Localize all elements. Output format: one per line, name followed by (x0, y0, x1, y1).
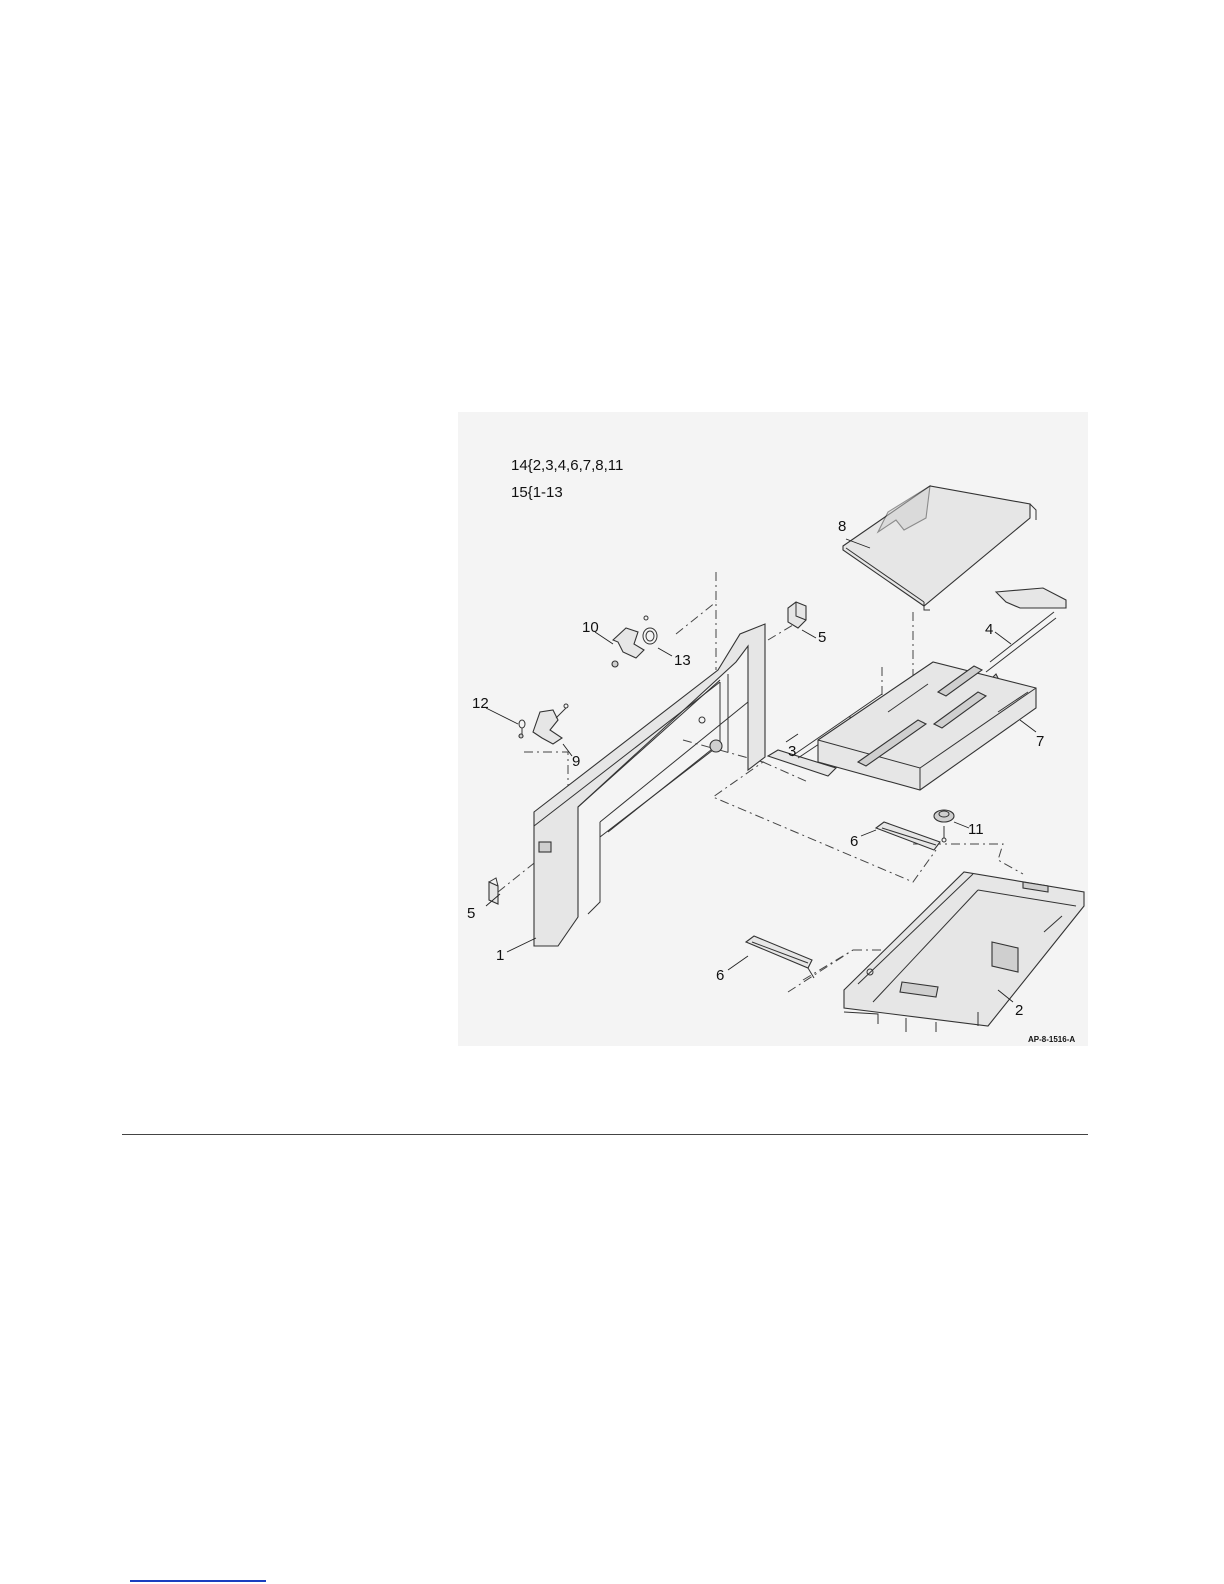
part-4-side-guide (986, 588, 1066, 692)
parts-diagram-figure: 14{2,3,4,6,7,8,11 15{1-13 (458, 412, 1088, 1046)
callout-11: 11 (968, 821, 984, 838)
part-7-inner-tray (818, 662, 1036, 790)
horizontal-rule (122, 1134, 1088, 1135)
exploded-view-drawing: 14{2,3,4,6,7,8,11 15{1-13 (458, 412, 1088, 1046)
part-10-actuator (612, 616, 648, 667)
callout-5-upper: 5 (818, 629, 826, 646)
part-11-gear (934, 810, 954, 842)
callout-13: 13 (674, 652, 691, 669)
callout-12: 12 (472, 695, 489, 712)
callout-1: 1 (496, 947, 504, 964)
part-2-base-frame (844, 872, 1084, 1032)
part-9-lever (533, 704, 568, 744)
footer-link-underline[interactable] (130, 1580, 266, 1582)
part-12-spring (519, 720, 525, 738)
part-6-link-upper (876, 822, 940, 850)
callout-2: 2 (1015, 1002, 1023, 1019)
callout-6-lower: 6 (716, 967, 724, 984)
part-6-link-lower (746, 936, 814, 978)
figure-id-label: AP-8-1516-A (1028, 1035, 1075, 1044)
kit-line-14: 14{2,3,4,6,7,8,11 (511, 457, 623, 474)
callout-3: 3 (788, 743, 796, 760)
callout-6-upper: 6 (850, 833, 858, 850)
callout-7: 7 (1036, 733, 1044, 750)
callout-10: 10 (582, 619, 599, 636)
part-5-clip-upper (788, 602, 806, 628)
callout-8: 8 (838, 518, 846, 535)
callout-4: 4 (985, 621, 993, 638)
callout-5-lower: 5 (467, 905, 475, 922)
kit-line-15: 15{1-13 (511, 484, 563, 501)
callout-9: 9 (572, 753, 580, 770)
part-13-spring (643, 628, 657, 644)
